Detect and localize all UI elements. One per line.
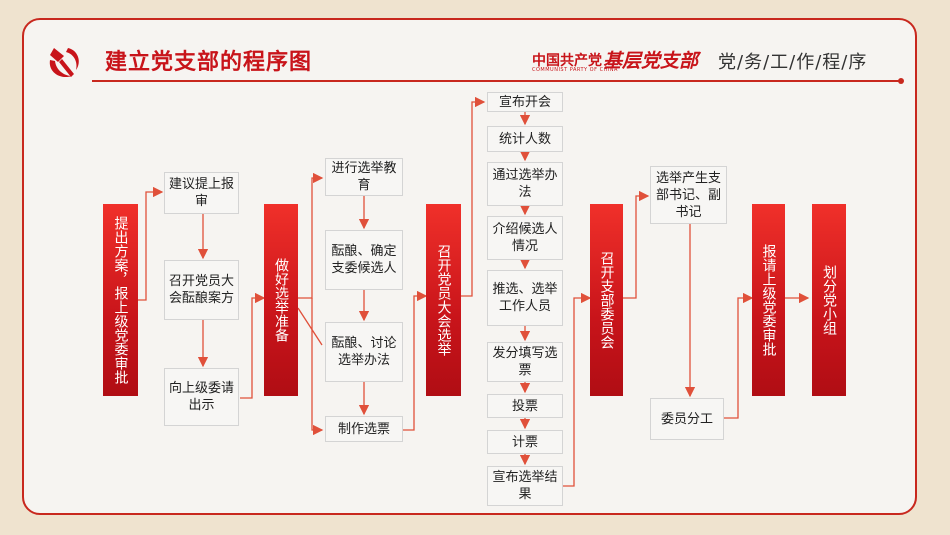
g3-vote: 投票: [487, 394, 563, 418]
g3-pass-method: 通过选举办法: [487, 162, 563, 206]
g2-discuss-method: 酝酿、讨论选举办法: [325, 322, 403, 382]
brand-name: 基层党支部: [603, 50, 699, 72]
g3-fill-ballots: 发分填写选票: [487, 342, 563, 382]
g4-assign-duties: 委员分工: [650, 398, 724, 440]
g1-member-meeting: 召开党员大会酝酿案方: [164, 260, 239, 320]
step-form-groups: 划分党小组: [812, 204, 846, 396]
g3-count-votes: 计票: [487, 430, 563, 454]
header-rule-dot: [898, 78, 904, 84]
step-report-approval: 报请上级党委审批: [752, 204, 785, 396]
g3-announce-open: 宣布开会: [487, 92, 563, 112]
tagline: 党/务/工/作/程/序: [718, 52, 868, 73]
g1-request-instruction: 向上级委请出示: [164, 368, 239, 426]
g2-make-ballots: 制作选票: [325, 416, 403, 442]
g3-elect-staff: 推选、选举工作人员: [487, 270, 563, 326]
g1-submit-report: 建议提上报审: [164, 172, 239, 214]
g2-confirm-candidates: 酝酿、确定支委候选人: [325, 230, 403, 290]
brand-cn: 中国共产党: [532, 53, 602, 69]
g3-count-attendance: 统计人数: [487, 126, 563, 152]
step-prepare-election: 做好选举准备: [264, 204, 298, 396]
g4-elect-secretary: 选举产生支部书记、副书记: [650, 166, 727, 224]
header-rule: [92, 80, 902, 82]
step-propose-plan: 提出方案，报上级党委审批: [103, 204, 138, 396]
g3-introduce-candidates: 介绍候选人情况: [487, 216, 563, 260]
g2-election-education: 进行选举教育: [325, 158, 403, 196]
page-title: 建立党支部的程序图: [105, 50, 313, 75]
step-member-assembly: 召开党员大会选举: [426, 204, 461, 396]
party-emblem-icon: [49, 48, 79, 78]
brand-en: COMMUNIST PARTY OF CHINA: [532, 67, 618, 73]
step-committee-meeting: 召开支部委员会: [590, 204, 623, 396]
g3-announce-result: 宣布选举结果: [487, 466, 563, 506]
